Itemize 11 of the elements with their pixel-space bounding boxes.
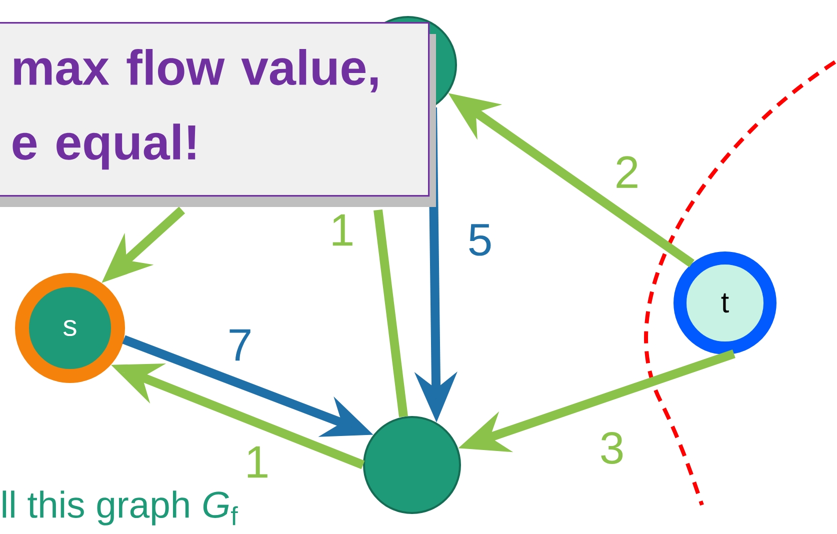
callout-tooltip: max flow value, e equal! [0,22,430,197]
edge-label: 1 [332,214,352,246]
source-vertex: s [15,273,125,383]
edge-label: 5 [469,224,491,256]
edge-label: 1 [248,446,268,478]
sink-vertex: t [674,252,776,354]
vertex-circle [363,416,461,514]
edge-label: 3 [601,432,623,464]
edge-label: 2 [616,156,638,188]
note-text: ll this graph G$_{f}$ [2,490,238,526]
edge-label: 7 [230,329,250,361]
